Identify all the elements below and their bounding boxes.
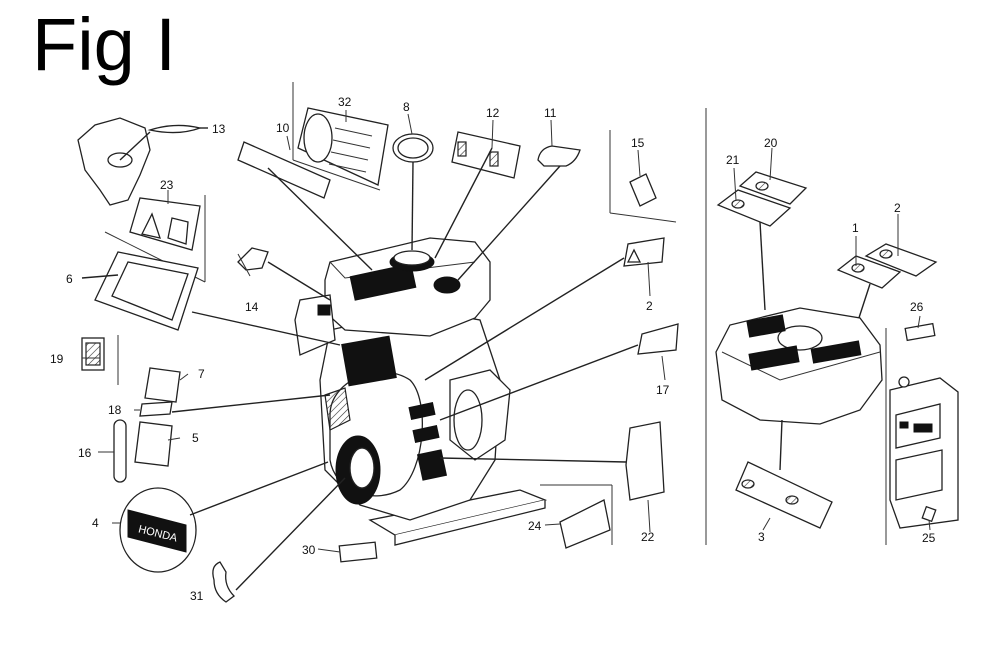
callout-5: 5 [192,431,199,445]
callout-2-center: 2 [646,299,653,313]
engine-assembly [294,237,548,546]
callout-2-right: 2 [894,201,901,215]
figure-title: Fig I [32,3,176,86]
callout-20: 20 [764,136,778,150]
right-center-parts [424,173,679,549]
callout-25: 25 [922,531,936,545]
left-parts: HONDA [77,117,378,603]
callout-17: 17 [656,383,670,397]
callout-16: 16 [78,446,92,460]
callout-13: 13 [212,122,226,136]
callout-15: 15 [631,136,645,150]
callout-21: 21 [726,153,740,167]
callout-leaders [82,110,931,553]
callout-31: 31 [190,589,204,603]
callout-11: 11 [544,106,557,120]
callout-30: 30 [302,543,316,557]
callout-1: 1 [852,221,859,235]
callout-24: 24 [528,519,542,533]
callout-19: 19 [50,352,64,366]
callout-26: 26 [910,300,924,314]
top-parts [237,107,581,281]
callout-18: 18 [108,403,122,417]
callout-22: 22 [641,530,655,544]
callout-7: 7 [198,367,205,381]
callout-23: 23 [160,178,174,192]
callout-4: 4 [92,516,99,530]
callout-32: 32 [338,95,352,109]
right-parts [715,171,959,529]
callout-6: 6 [66,272,73,286]
callout-10: 10 [276,121,290,135]
callout-3: 3 [758,530,765,544]
callout-labels: 13 23 6 19 7 18 16 5 4 14 30 31 10 32 8 … [50,95,936,603]
frame-lines [104,82,887,545]
callout-14: 14 [245,300,259,314]
callout-8: 8 [403,100,410,114]
callout-12: 12 [486,106,500,120]
